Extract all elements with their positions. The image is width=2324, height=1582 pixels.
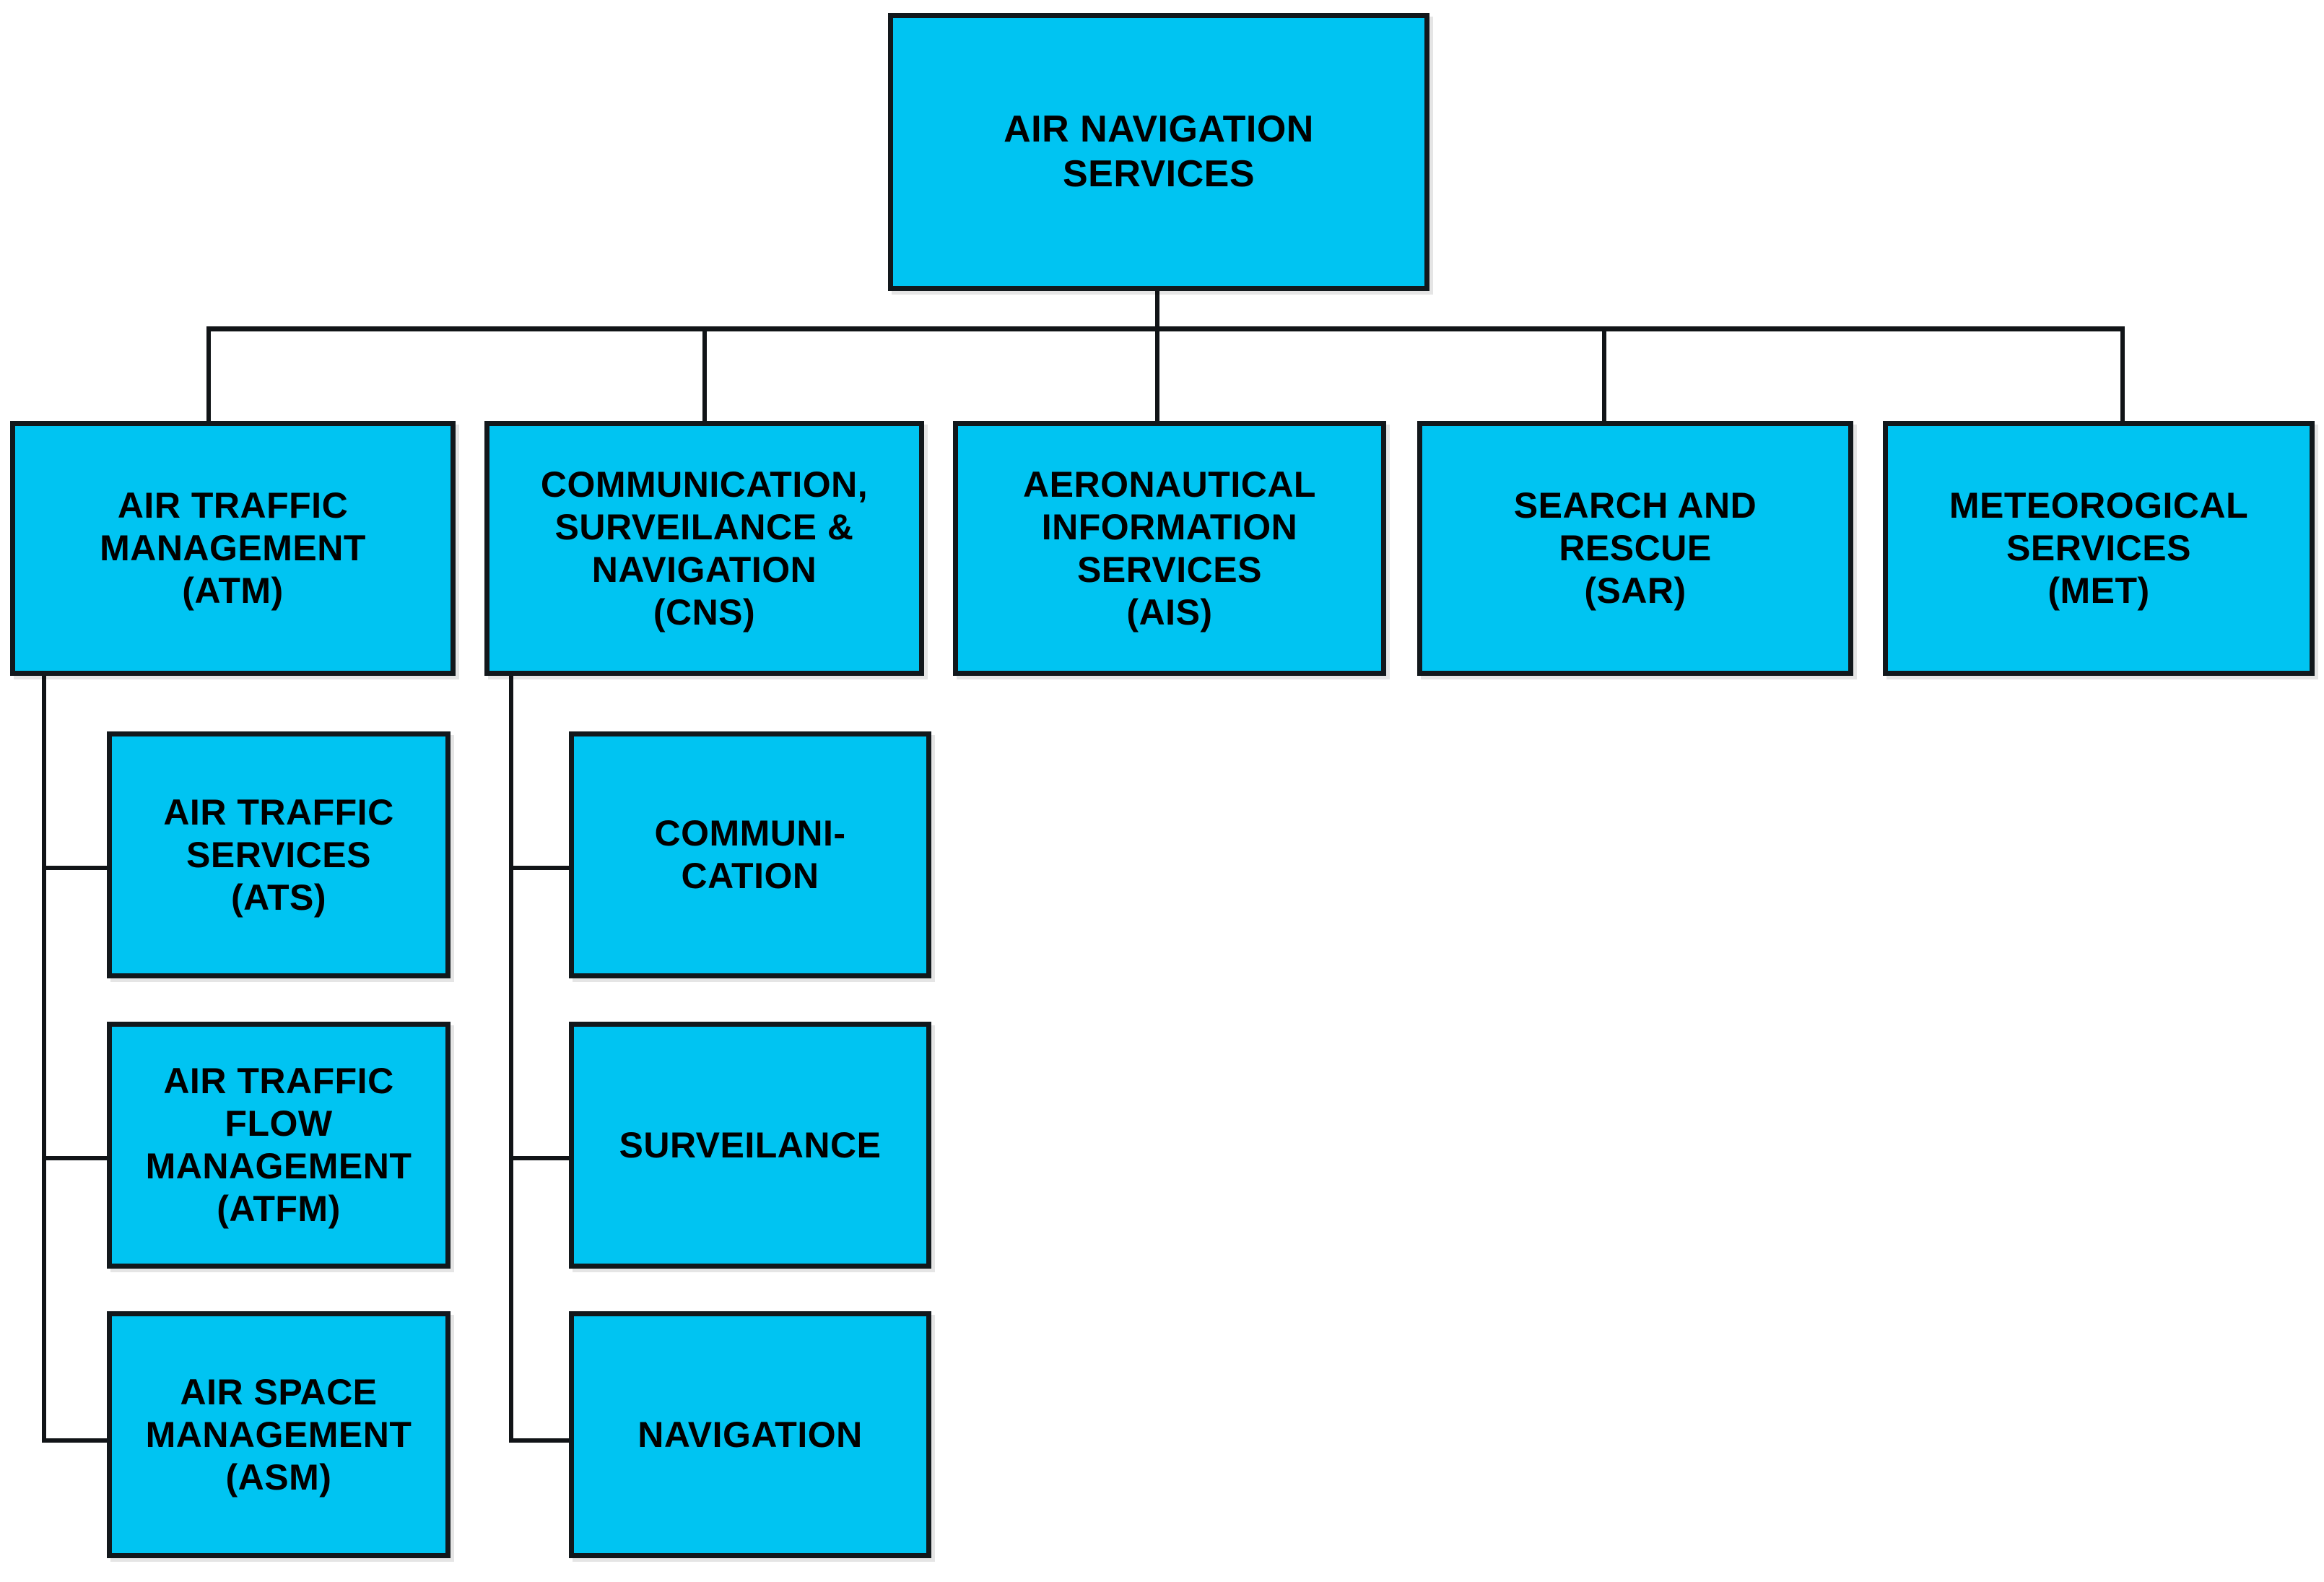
- node-aeronautical-information-services[interactable]: AERONAUTICAL INFORMATION SERVICES (AIS): [953, 421, 1386, 676]
- node-meteorogical-services[interactable]: METEOROGICAL SERVICES (MET): [1883, 421, 2315, 676]
- node-label: COMMUNI- CATION: [654, 813, 846, 896]
- connector-stub-surveilance: [509, 1156, 573, 1160]
- connector-root-stem: [1155, 289, 1159, 422]
- connector-level2-bus: [208, 326, 2125, 331]
- node-air-traffic-services[interactable]: AIR TRAFFIC SERVICES (ATS): [107, 731, 451, 978]
- node-air-traffic-flow-management[interactable]: AIR TRAFFIC FLOW MANAGEMENT (ATFM): [107, 1022, 451, 1269]
- connector-spine-cns: [509, 672, 513, 1443]
- connector-drop-met: [2120, 326, 2125, 422]
- connector-drop-sar: [1602, 326, 1606, 422]
- connector-stub-communication: [509, 866, 573, 870]
- node-surveilance[interactable]: SURVEILANCE: [569, 1022, 931, 1269]
- connector-stub-navigation: [509, 1438, 573, 1443]
- node-label: AIR SPACE MANAGEMENT (ASM): [145, 1371, 412, 1498]
- node-label: METEOROGICAL SERVICES (MET): [1949, 485, 2249, 611]
- node-label: SURVEILANCE: [619, 1124, 882, 1165]
- node-label: AIR NAVIGATION SERVICES: [1004, 108, 1314, 195]
- node-label: AIR TRAFFIC SERVICES (ATS): [163, 791, 394, 918]
- node-communication[interactable]: COMMUNI- CATION: [569, 731, 931, 978]
- node-label: SEARCH AND RESCUE (SAR): [1513, 485, 1757, 611]
- node-navigation[interactable]: NAVIGATION: [569, 1311, 931, 1558]
- connector-stub-ats: [42, 866, 110, 870]
- node-air-navigation-services[interactable]: AIR NAVIGATION SERVICES: [888, 13, 1429, 291]
- node-label: NAVIGATION: [637, 1414, 863, 1455]
- connector-spine-atm: [42, 672, 46, 1443]
- node-label: COMMUNICATION, SURVEILANCE & NAVIGATION …: [540, 464, 869, 633]
- connector-stub-atfm: [42, 1156, 110, 1160]
- connector-stub-asm: [42, 1438, 110, 1443]
- node-label: AERONAUTICAL INFORMATION SERVICES (AIS): [1023, 464, 1316, 633]
- connector-drop-atm: [206, 326, 211, 422]
- node-search-and-rescue[interactable]: SEARCH AND RESCUE (SAR): [1417, 421, 1853, 676]
- node-communication-surveilance-navigation[interactable]: COMMUNICATION, SURVEILANCE & NAVIGATION …: [484, 421, 924, 676]
- node-air-space-management[interactable]: AIR SPACE MANAGEMENT (ASM): [107, 1311, 451, 1558]
- node-air-traffic-management[interactable]: AIR TRAFFIC MANAGEMENT (ATM): [10, 421, 456, 676]
- node-label: AIR TRAFFIC MANAGEMENT (ATM): [100, 485, 366, 611]
- connector-drop-cns: [702, 326, 707, 422]
- node-label: AIR TRAFFIC FLOW MANAGEMENT (ATFM): [145, 1061, 412, 1229]
